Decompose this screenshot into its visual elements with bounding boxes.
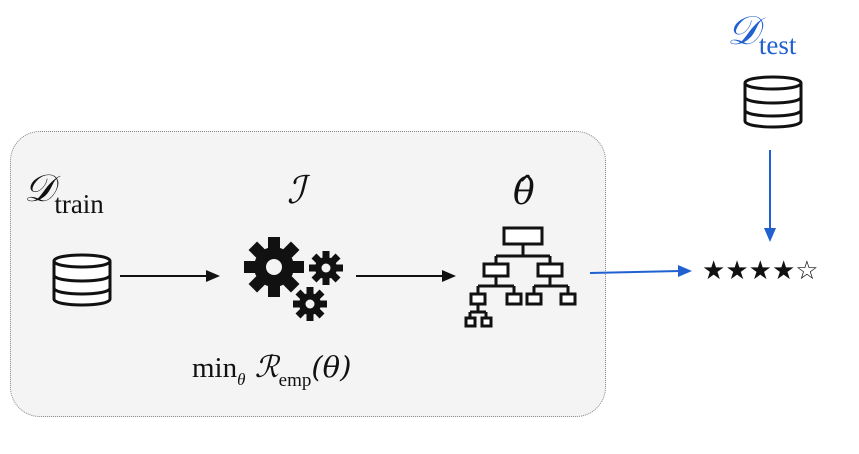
star-filled-icon: ★ [771,256,796,286]
arrow-algorithm-to-model [356,270,456,282]
star-empty-icon: ☆ [795,256,819,286]
algorithm-label: ℐ [287,168,305,212]
performance-rating: ★★★★☆ [702,256,819,286]
database-icon [743,75,803,129]
database-icon [52,253,112,307]
test-dataset-label: 𝒟test [727,8,797,60]
arrow-model-to-rating [589,265,692,277]
star-filled-icon: ★ [748,256,772,286]
arrow-test-to-rating [764,150,776,242]
arrow-train-to-algorithm [120,270,220,282]
star-filled-icon: ★ [702,256,726,286]
hierarchy-tree-icon [464,226,577,328]
gears-icon [244,237,343,321]
model-label: θ̂ [513,172,535,213]
objective-formula: minθ ℛemp(θ) [192,350,352,391]
train-dataset-label: 𝒟train [24,166,104,219]
star-filled-icon: ★ [725,256,749,286]
